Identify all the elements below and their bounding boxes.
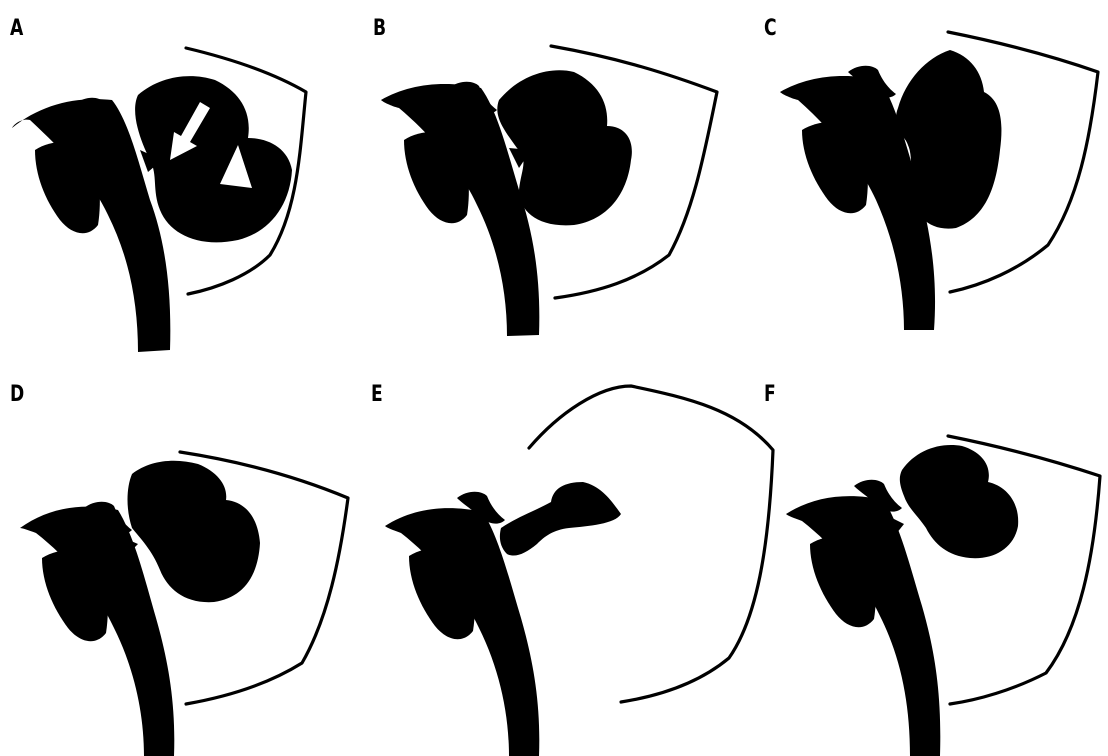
left-lobe bbox=[404, 132, 469, 223]
outline-curve bbox=[529, 386, 773, 702]
panel-c-figure bbox=[738, 0, 1108, 378]
panel-d-figure bbox=[0, 378, 380, 756]
left-lobe bbox=[802, 122, 868, 213]
panel-b-figure bbox=[369, 0, 749, 378]
left-lobe bbox=[409, 548, 475, 639]
left-lobe bbox=[810, 536, 876, 627]
panel-f: F bbox=[738, 378, 1108, 756]
main-mass bbox=[128, 461, 261, 602]
panel-a-figure bbox=[0, 0, 380, 378]
panel-d: D bbox=[0, 378, 380, 756]
tongue-mass bbox=[500, 482, 621, 556]
left-lobe bbox=[42, 550, 108, 641]
main-mass bbox=[135, 76, 292, 242]
panel-e-figure bbox=[369, 378, 749, 756]
panel-a: A bbox=[0, 0, 380, 378]
left-lobe bbox=[35, 142, 100, 233]
panel-f-figure bbox=[738, 378, 1108, 756]
panel-b: B bbox=[369, 0, 749, 378]
panel-e: E bbox=[369, 378, 749, 756]
panel-c: C bbox=[738, 0, 1108, 378]
main-mass bbox=[900, 445, 1018, 558]
